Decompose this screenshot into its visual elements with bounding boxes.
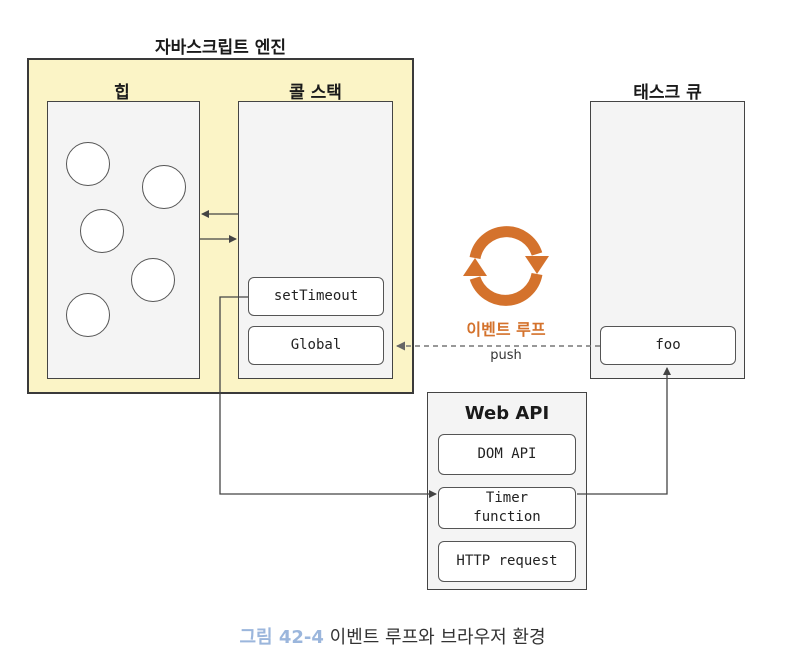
caption-text: 이벤트 루프와 브라우저 환경 — [329, 627, 546, 648]
event-loop-icon — [463, 226, 549, 306]
task-queue-title: 태스크 큐 — [633, 83, 702, 103]
stack-frame-global: Global — [248, 326, 384, 365]
event-loop-label: 이벤트 루프 — [466, 320, 546, 339]
push-label: push — [490, 348, 522, 363]
stack-frame-settimeout: setTimeout — [248, 277, 384, 316]
figure-caption: 그림 42-4 이벤트 루프와 브라우저 환경 — [0, 623, 785, 649]
figure-number: 그림 42-4 — [239, 627, 324, 648]
timer-to-queue-arrow — [577, 367, 671, 495]
heap-panel — [47, 101, 200, 379]
heap-title: 힙 — [114, 83, 130, 103]
heap-object — [142, 165, 186, 209]
heap-object — [66, 142, 110, 186]
heap-object — [66, 293, 110, 337]
heap-object — [131, 258, 175, 302]
call-stack-title: 콜 스택 — [289, 83, 342, 103]
web-api-title: Web API — [464, 403, 550, 424]
web-api-dom: DOM API — [438, 434, 576, 475]
task-item-foo: foo — [600, 326, 736, 365]
settimeout-to-timer-arrow — [219, 296, 437, 498]
engine-title: 자바스크립트 엔진 — [154, 38, 287, 58]
web-api-timer: Timer function — [438, 487, 576, 529]
web-api-http: HTTP request — [438, 541, 576, 582]
heap-object — [80, 209, 124, 253]
